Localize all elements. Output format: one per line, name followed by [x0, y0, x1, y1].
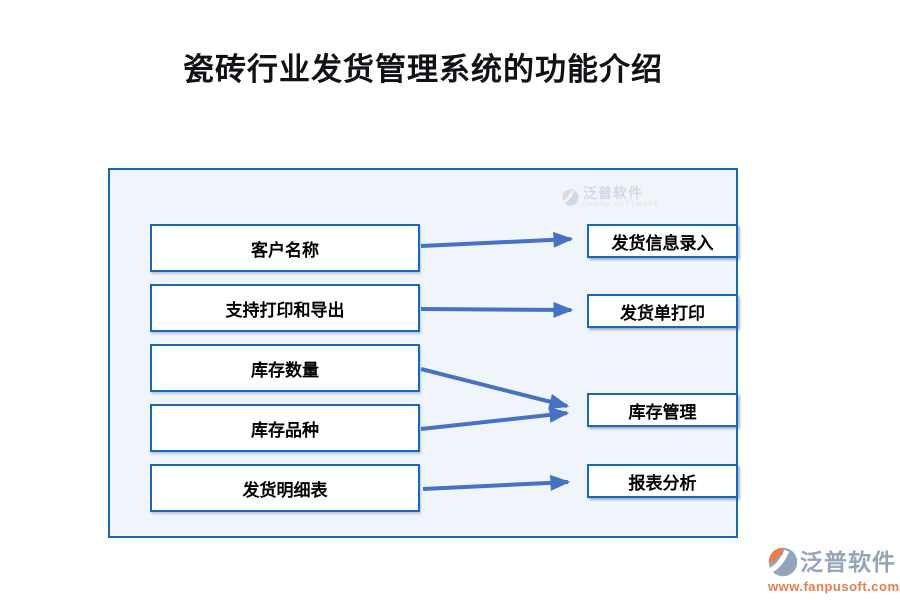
- flow-node-stock-variety: 库存品种: [150, 404, 420, 452]
- flow-node-label: 库存数量: [251, 360, 319, 380]
- watermark-brand: 泛普软件: [583, 185, 643, 201]
- flow-node-shipping-detail: 发货明细表: [150, 464, 420, 512]
- flow-node-customer-name: 客户名称: [150, 224, 420, 272]
- flow-node-label: 支持打印和导出: [225, 300, 345, 320]
- footer-brand: 泛普软件: [800, 548, 896, 575]
- flow-node-shipping-print: 发货单打印: [587, 294, 738, 328]
- flow-node-shipping-entry: 发货信息录入: [587, 224, 738, 258]
- flow-node-stock-management: 库存管理: [587, 393, 738, 427]
- flow-node-label: 发货单打印: [620, 303, 705, 323]
- flow-node-label: 报表分析: [628, 473, 697, 493]
- flow-node-print-export: 支持打印和导出: [150, 284, 420, 332]
- footer-url[interactable]: www.fanpusoft.com: [768, 579, 900, 594]
- flow-node-label: 客户名称: [251, 240, 319, 260]
- watermark: 泛普软件 FANPU SOFTWARE: [562, 186, 659, 208]
- fanpu-logo-icon: [768, 547, 798, 577]
- flow-node-label: 库存管理: [628, 402, 697, 422]
- flow-node-label: 库存品种: [251, 420, 319, 440]
- fanpu-logo-icon: [562, 188, 579, 206]
- watermark-subtitle: FANPU SOFTWARE: [583, 202, 660, 208]
- footer-logo[interactable]: 泛普软件 www.fanpusoft.com: [768, 547, 899, 593]
- page-title: 瓷砖行业发货管理系统的功能介绍: [183, 52, 663, 88]
- flow-node-stock-quantity: 库存数量: [150, 344, 420, 392]
- flow-node-report-analysis: 报表分析: [587, 464, 738, 498]
- flow-node-label: 发货明细表: [242, 480, 328, 500]
- flow-node-label: 发货信息录入: [611, 233, 714, 253]
- diagram-container: 泛普软件 FANPU SOFTWARE 客户名称 支持打印和导出 库存数量 库存…: [108, 168, 738, 538]
